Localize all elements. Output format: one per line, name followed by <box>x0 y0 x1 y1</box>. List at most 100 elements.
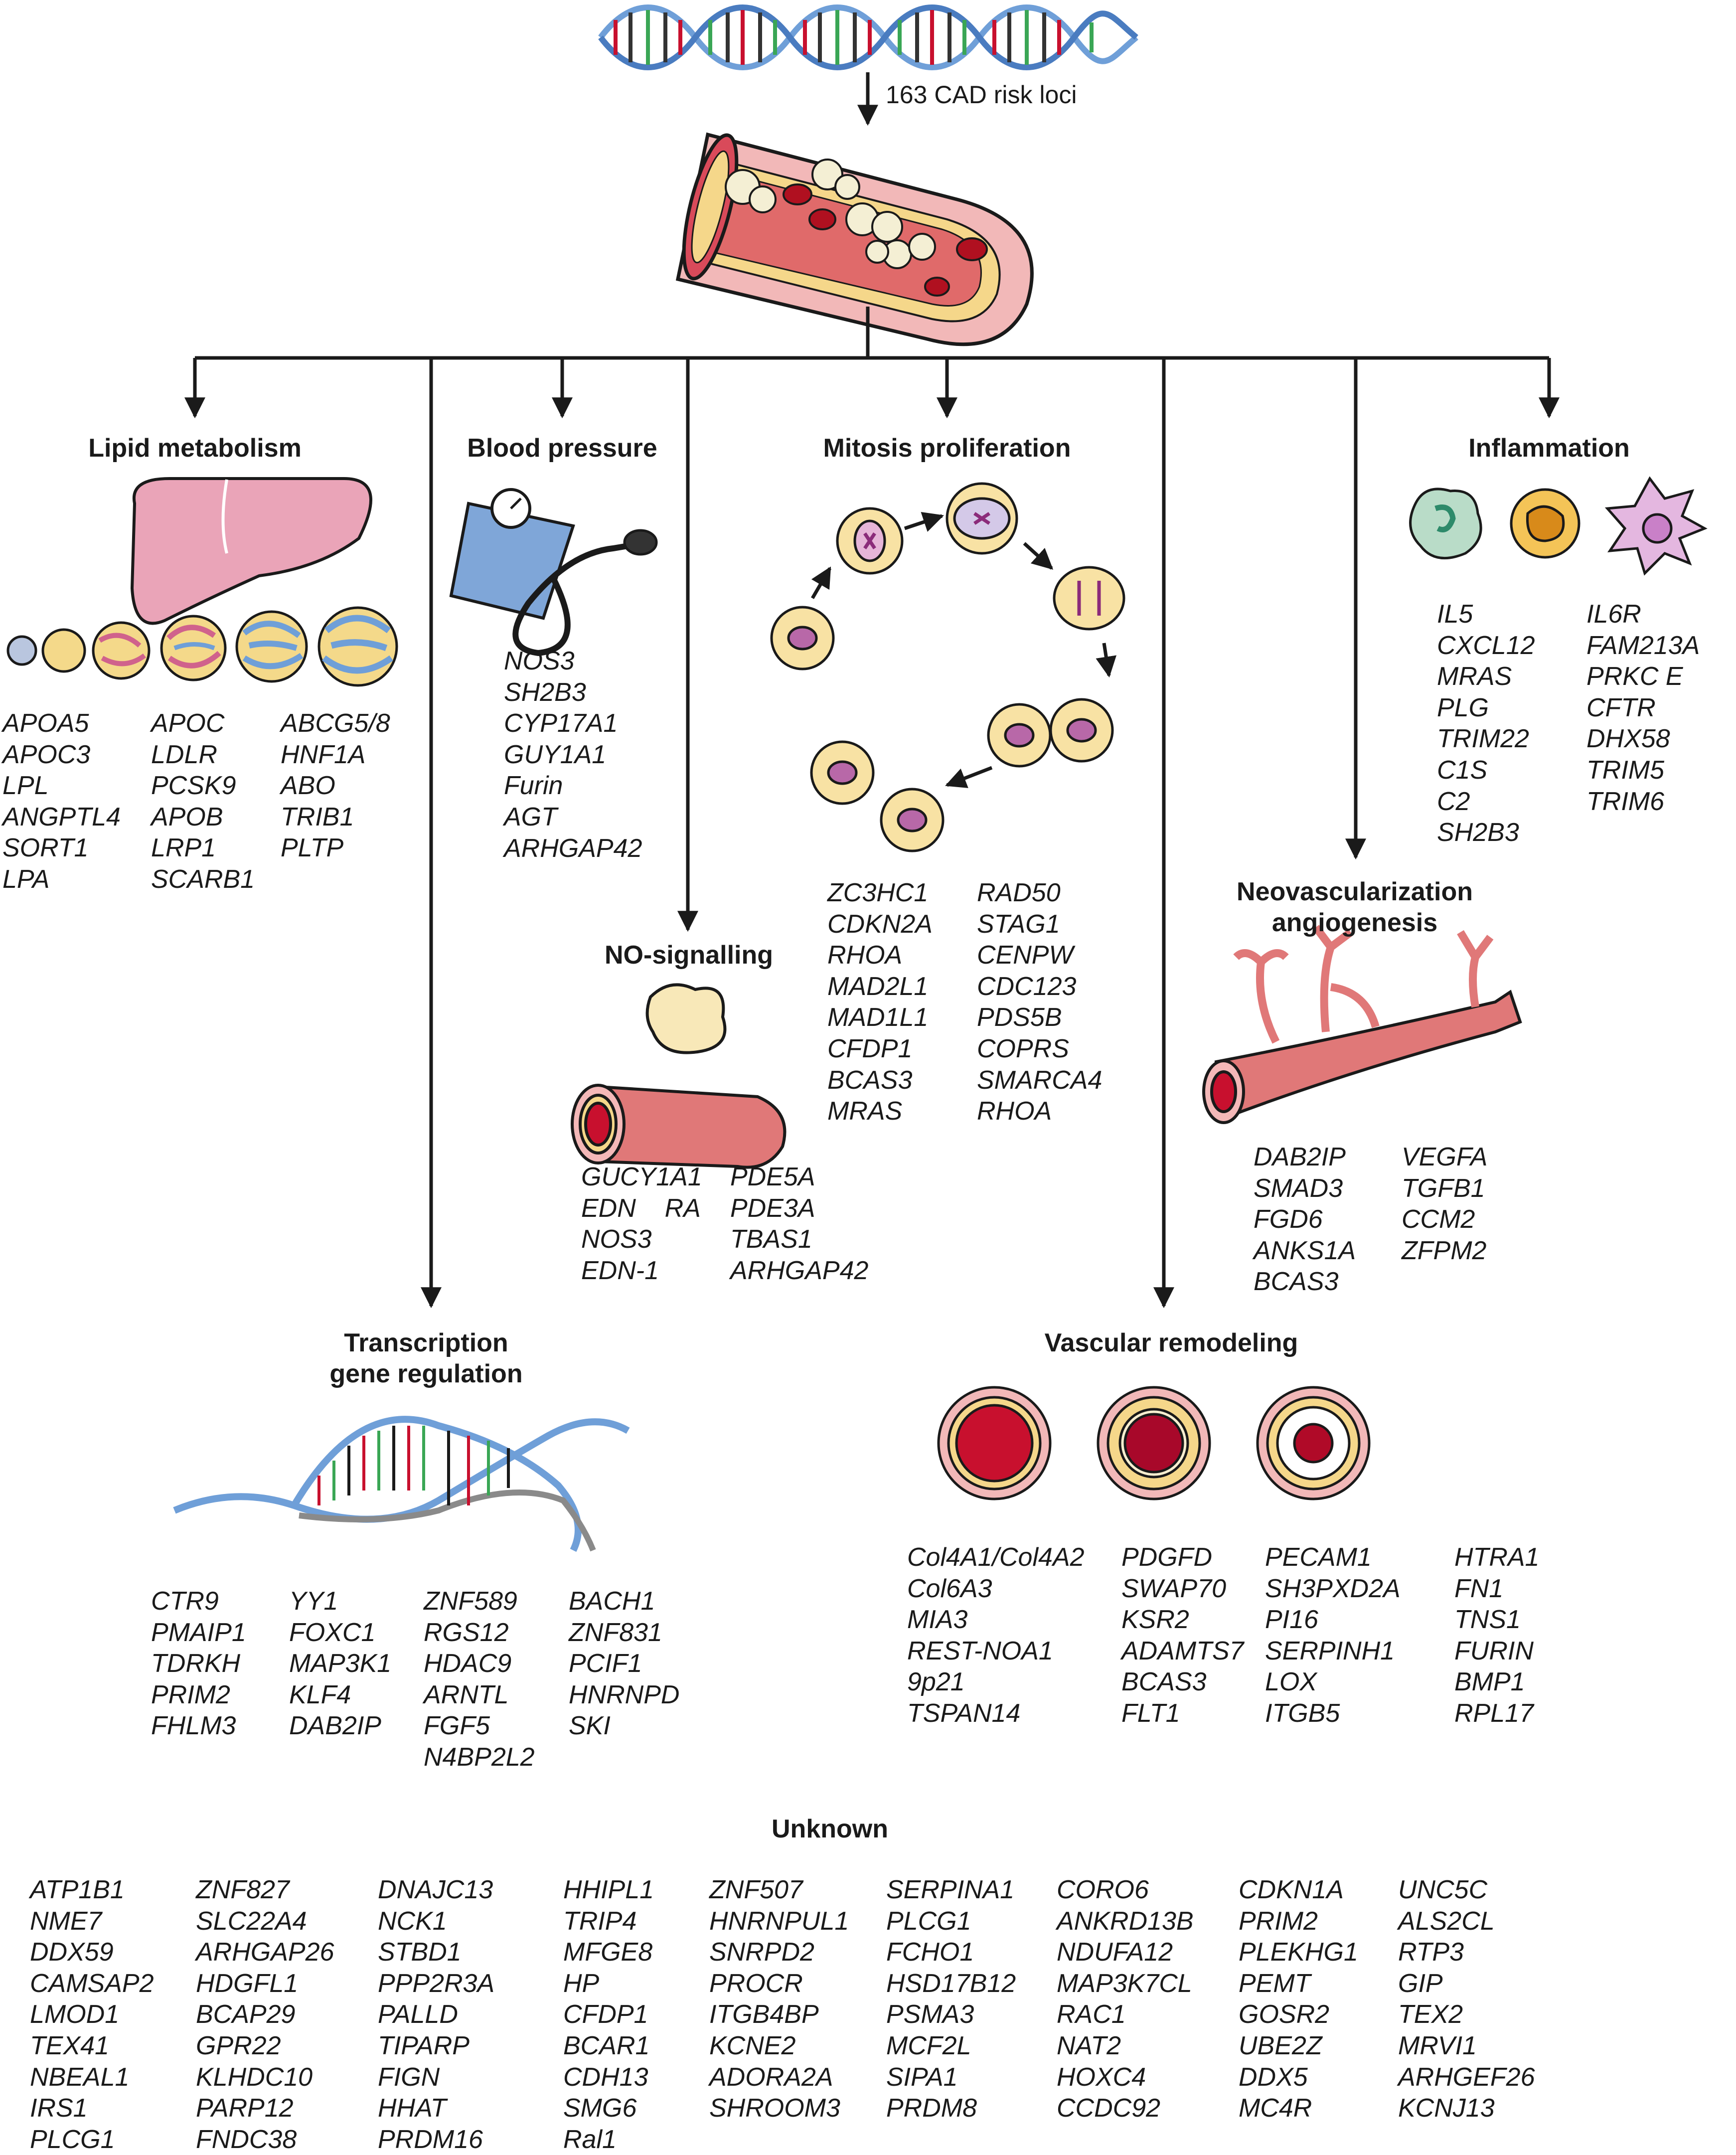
gene-item: FN1 <box>1454 1574 1504 1603</box>
gene-item: CTR9 <box>151 1587 219 1616</box>
unknown-title: Unknown <box>772 1815 888 1843</box>
distribution-tree <box>184 307 1560 1309</box>
gene-item: NOS3 <box>581 1225 652 1254</box>
cad-risk-loci-label: 163 CAD risk loci <box>886 81 1077 109</box>
gene-item: APOC <box>151 709 225 738</box>
gene-item: MC4R <box>1239 2094 1312 2123</box>
gene-item: 9p21 <box>907 1667 965 1697</box>
gene-item: PDE3A <box>730 1193 815 1223</box>
gene-item: RAC1 <box>1057 2000 1126 2029</box>
gene-item: KSR2 <box>1121 1605 1189 1635</box>
gene-item: KCNJ13 <box>1398 2094 1495 2123</box>
gene-item: IL5 <box>1437 600 1473 629</box>
immune-cells-icon <box>1409 476 1708 576</box>
gene-item: HDAC9 <box>424 1649 512 1678</box>
gene-item: PCSK9 <box>151 771 236 801</box>
gene-item: LMOD1 <box>30 2000 120 2029</box>
gene-item: FCHO1 <box>886 1938 974 1967</box>
gene-item: FGF5 <box>424 1711 490 1741</box>
gene-item: SHROOM3 <box>709 2094 840 2123</box>
gene-item: ZC3HC1 <box>827 878 929 907</box>
gene-item: PI16 <box>1265 1605 1318 1635</box>
gene-item: CCDC92 <box>1057 2094 1161 2123</box>
gene-item: ANKS1A <box>1254 1236 1356 1265</box>
gene-item: PMAIP1 <box>151 1618 246 1647</box>
gene-item: FGD6 <box>1254 1205 1323 1234</box>
gene-item: TSPAN14 <box>907 1698 1021 1728</box>
gene-item: ARHGAP42 <box>504 833 642 863</box>
gene-item: MAP3K7CL <box>1057 1969 1192 1998</box>
gene-item: ZFPM2 <box>1402 1236 1487 1265</box>
gene-item: Ral1 <box>563 2125 617 2154</box>
gene-item: LPA <box>2 864 50 894</box>
gene-item: PARP12 <box>196 2094 294 2123</box>
gene-item: MIA3 <box>907 1605 968 1635</box>
gene-item: RHOA <box>977 1097 1052 1126</box>
neovascularization-title-line1: Neovascularization <box>1237 877 1473 906</box>
gene-item: EDN RA <box>581 1193 701 1223</box>
gene-item: MAD2L1 <box>827 972 929 1001</box>
gene-item: HOXC4 <box>1057 2062 1146 2092</box>
gene-item: TBAS1 <box>730 1225 812 1254</box>
gene-item: CENPW <box>977 941 1074 970</box>
gene-item: HNRNPUL1 <box>709 1906 849 1936</box>
gene-item: BCAS3 <box>827 1065 913 1095</box>
gene-item: TRIM5 <box>1586 755 1664 785</box>
gene-item: TGFB1 <box>1402 1173 1485 1203</box>
gene-item: RHOA <box>827 941 903 970</box>
gene-item: SWAP70 <box>1121 1574 1227 1603</box>
gene-item: ITGB5 <box>1265 1698 1340 1728</box>
transcription-title-line2: gene regulation <box>329 1359 523 1388</box>
gene-item: GPR22 <box>196 2031 281 2060</box>
gene-item: TEX2 <box>1398 2000 1463 2029</box>
neovascularization-title-line2: angiogenesis <box>1271 908 1438 937</box>
gene-item: PPP2R3A <box>378 1969 495 1998</box>
dna-helix-icon <box>598 4 1138 70</box>
gene-item: TNS1 <box>1454 1605 1521 1635</box>
gene-item: UNC5C <box>1398 1875 1488 1904</box>
mitosis-arrows <box>810 512 1117 788</box>
gene-item: NDUFA12 <box>1057 1938 1173 1967</box>
gene-item: LRP1 <box>151 833 216 863</box>
gene-item: SH2B3 <box>1437 818 1519 847</box>
gene-item: SIPA1 <box>886 2062 958 2092</box>
gene-item: MRVI1 <box>1398 2031 1477 2060</box>
liver-icon <box>130 477 372 625</box>
gene-item: CDH13 <box>563 2062 648 2092</box>
gene-item: DDX59 <box>30 1938 114 1967</box>
gene-item: BCAR1 <box>563 2031 650 2060</box>
gene-item: ZNF507 <box>709 1875 803 1904</box>
gene-item: MRAS <box>827 1097 903 1126</box>
gene-item: SCARB1 <box>151 864 255 894</box>
transcription-title-line1: Transcription <box>344 1328 508 1357</box>
gene-item: GIP <box>1398 1969 1443 1998</box>
gene-item: TDRKH <box>151 1649 241 1678</box>
gene-item: REST-NOA1 <box>907 1636 1053 1665</box>
gene-item: SKI <box>569 1711 611 1741</box>
gene-item: LPL <box>2 771 49 801</box>
gene-item: PLCG1 <box>30 2125 115 2154</box>
gene-item: SMAD3 <box>1254 1173 1343 1203</box>
gene-item: DNAJC13 <box>378 1875 493 1904</box>
gene-item: PALLD <box>378 2000 458 2029</box>
gene-item: CORO6 <box>1057 1875 1149 1904</box>
gene-item: LDLR <box>151 740 217 769</box>
gene-item: SNRPD2 <box>709 1938 814 1967</box>
gene-item: CFDP1 <box>563 2000 648 2029</box>
gene-item: PECAM1 <box>1265 1543 1372 1572</box>
